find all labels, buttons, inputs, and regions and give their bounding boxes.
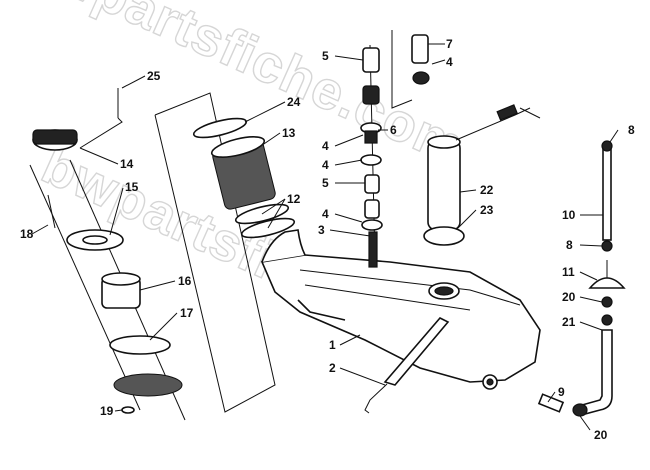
callout-labels: 5 7 4 25 24 6 13 4 14 5 15 22 12 4 23 3 … — [20, 37, 635, 442]
callout-15: 15 — [125, 180, 139, 194]
callout-4-mid: 4 — [322, 158, 329, 172]
callout-14: 14 — [120, 157, 134, 171]
callout-8-top: 8 — [628, 123, 635, 137]
callout-21: 21 — [562, 315, 576, 329]
callout-4-low: 4 — [322, 207, 329, 221]
fuel-sender — [423, 104, 541, 246]
callout-10: 10 — [562, 208, 576, 222]
filter-assembly-frame — [154, 92, 276, 413]
fuel-tank — [260, 229, 541, 390]
callout-25: 25 — [147, 69, 161, 83]
callout-1: 1 — [329, 338, 336, 352]
callout-11: 11 — [562, 265, 575, 279]
callout-12: 12 — [287, 192, 301, 206]
callout-5-mid: 5 — [322, 176, 329, 190]
callout-2: 2 — [329, 361, 336, 375]
cap-stack — [32, 88, 183, 414]
tank-strap — [364, 317, 450, 414]
callout-3: 3 — [318, 223, 325, 237]
callout-9: 9 — [558, 385, 565, 399]
callout-16: 16 — [178, 274, 192, 288]
callout-20-bottom: 20 — [594, 428, 608, 442]
callout-24: 24 — [287, 95, 301, 109]
callout-18: 18 — [20, 227, 34, 241]
callout-7: 7 — [446, 37, 453, 51]
callout-22: 22 — [480, 183, 494, 197]
callout-19: 19 — [100, 404, 114, 418]
callout-6: 6 — [390, 123, 397, 137]
callout-4-top: 4 — [446, 55, 453, 69]
leader-lines — [31, 43, 619, 431]
callout-4-upper: 4 — [322, 139, 329, 153]
fitting-column — [360, 34, 430, 268]
callout-20-mid: 20 — [562, 290, 576, 304]
callout-13: 13 — [282, 126, 296, 140]
callout-8-mid: 8 — [566, 238, 573, 252]
fuel-line — [537, 140, 626, 417]
valve-group-frame — [391, 30, 413, 109]
callout-23: 23 — [480, 203, 494, 217]
callout-5-top: 5 — [322, 49, 329, 63]
filter-element — [210, 136, 276, 210]
callout-17: 17 — [180, 306, 194, 320]
